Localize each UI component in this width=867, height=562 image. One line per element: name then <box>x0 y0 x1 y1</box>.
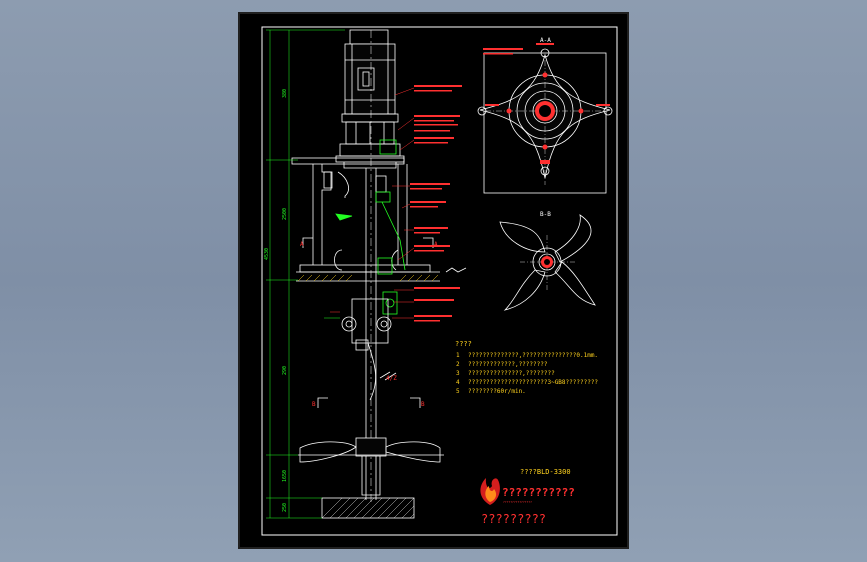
green-highlight-parts <box>335 139 406 315</box>
section-marker: B <box>312 401 316 408</box>
section-marker: A <box>300 241 304 248</box>
note-text: ???????????????,???????? <box>468 370 555 377</box>
company-name: ??????????? <box>502 486 575 499</box>
note-text: ????????60r/min. <box>468 388 526 395</box>
note-number: 2 <box>456 361 460 368</box>
dimension-value: 4530 <box>264 248 270 260</box>
section-label-top: A-A <box>540 37 551 44</box>
section-marker: B <box>421 401 425 408</box>
dimension-value: 2500 <box>282 208 288 220</box>
section-marks <box>302 237 467 408</box>
foundation-hatch <box>321 497 415 519</box>
note-number: 1 <box>456 352 460 359</box>
note-number: 3 <box>456 370 460 377</box>
elevation-view <box>291 29 467 519</box>
section-label-blade: B-B <box>540 211 551 218</box>
dimension-value: 290 <box>282 366 288 375</box>
leader-lines <box>330 87 415 319</box>
model-label: ????BLD-3300 <box>520 468 571 476</box>
foundation <box>321 497 415 519</box>
deck-hatch <box>297 274 439 282</box>
company-footer: ????????? <box>481 512 546 526</box>
company-logo <box>480 478 500 505</box>
note-number: 5 <box>456 388 460 395</box>
top-view-red-details <box>483 43 610 164</box>
impeller <box>298 437 444 496</box>
red-annotation-blocks <box>410 85 462 322</box>
section-marker: A <box>434 241 438 248</box>
dimension-value: 380 <box>282 89 288 98</box>
company-subtitle: ???????????????? <box>503 500 532 504</box>
blade-view-red-details <box>541 256 553 268</box>
dimension-values: 380 2500 290 4530 1650 250 <box>264 89 288 512</box>
note-number: 4 <box>456 379 460 386</box>
dimension-lines <box>266 29 345 519</box>
note-text: ??????????????,???????????????0.1mm. <box>468 352 598 359</box>
technical-notes: ???? 1 ??????????????,???????????????0.1… <box>455 340 598 395</box>
drawing-border <box>261 26 618 536</box>
dimension-value: 1650 <box>282 470 288 482</box>
detail-label: 4/Z <box>386 375 397 382</box>
note-text: ??????????????????????3~GB8????????? <box>468 379 598 386</box>
motor <box>341 29 399 145</box>
notes-heading: ???? <box>455 340 472 348</box>
mid-coupling <box>341 298 392 401</box>
note-text: ?????????????,???????? <box>468 361 548 368</box>
dimension-value: 250 <box>282 503 288 512</box>
